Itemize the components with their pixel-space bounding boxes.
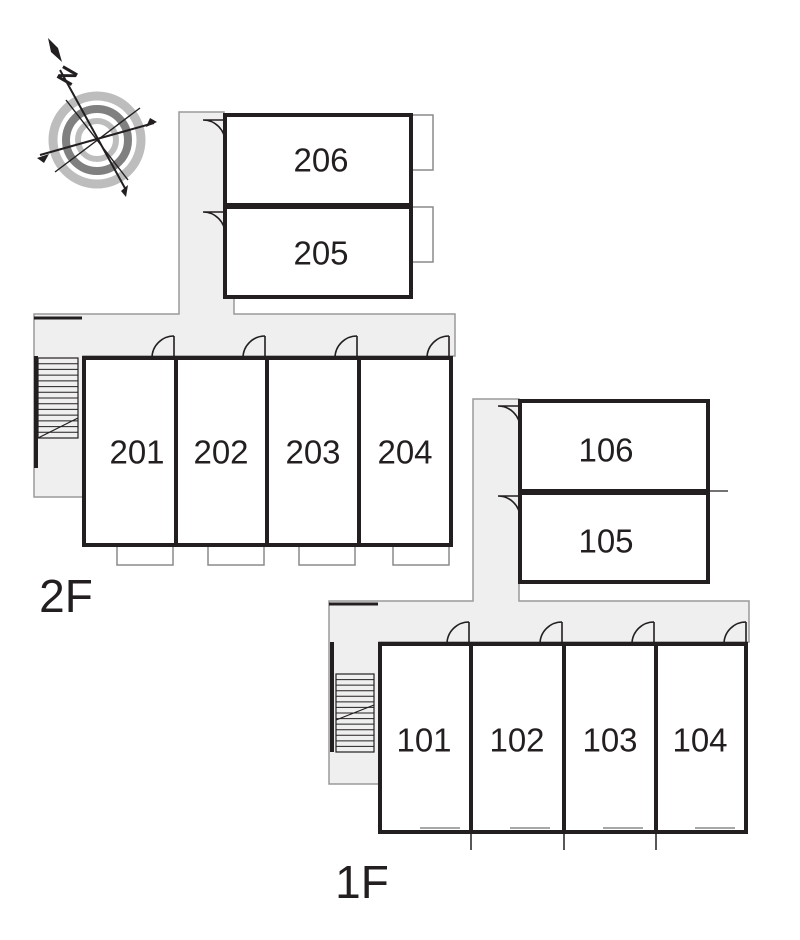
room-label-205: 205 — [293, 235, 348, 272]
room-106[interactable]: 106 — [497, 399, 728, 493]
room-label-203: 203 — [285, 434, 340, 471]
room-label-202: 202 — [193, 434, 248, 471]
room-101[interactable]: 101 — [378, 621, 473, 834]
room-201[interactable]: 201 — [82, 335, 178, 547]
room-104[interactable]: 104 — [654, 621, 748, 834]
room-205[interactable]: 205 — [202, 205, 413, 299]
room-label-104: 104 — [672, 722, 727, 759]
balcony-203 — [298, 544, 356, 566]
room-103[interactable]: 103 — [562, 621, 658, 834]
stair-1f — [329, 602, 378, 753]
floor-1f: 106 105 101 102 103 104 — [328, 398, 750, 908]
floor-label-2f: 2F — [39, 570, 93, 622]
room-label-102: 102 — [489, 722, 544, 759]
room-label-101: 101 — [396, 722, 451, 759]
room-label-106: 106 — [578, 432, 633, 469]
room-label-105: 105 — [578, 523, 633, 560]
floor-label-1f: 1F — [335, 856, 389, 908]
balcony-201 — [116, 544, 174, 566]
balcony-204 — [392, 544, 450, 566]
room-206[interactable]: 206 — [202, 113, 413, 207]
balcony-202 — [207, 544, 265, 566]
north-compass-icon: N — [37, 38, 157, 197]
window-marks-1f — [420, 827, 735, 850]
room-label-206: 206 — [293, 142, 348, 179]
stair-2f — [34, 316, 82, 468]
room-105[interactable]: 105 — [497, 491, 710, 584]
compass-north-label: N — [52, 62, 84, 91]
room-204[interactable]: 204 — [357, 335, 453, 547]
room-label-103: 103 — [582, 722, 637, 759]
room-203[interactable]: 203 — [265, 335, 361, 547]
balcony-206 — [410, 114, 434, 171]
floor-2f: 206 205 201 202 203 — [33, 111, 456, 622]
room-label-204: 204 — [377, 434, 432, 471]
room-202[interactable]: 202 — [174, 335, 269, 547]
room-102[interactable]: 102 — [469, 621, 566, 834]
room-label-201: 201 — [109, 434, 164, 471]
balcony-205 — [410, 206, 434, 263]
